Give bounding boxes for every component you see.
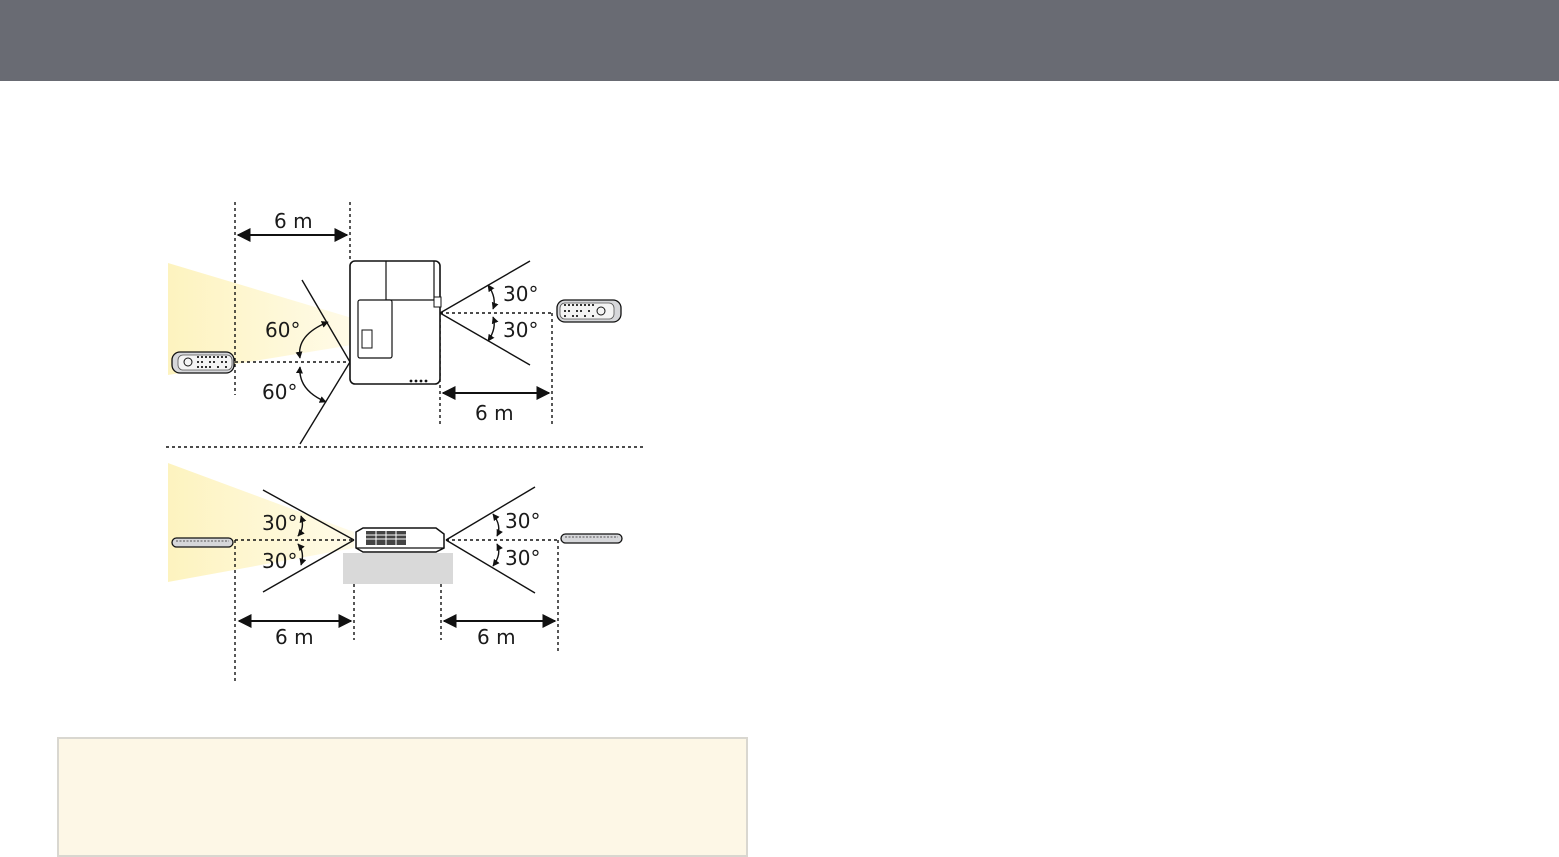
top-distance-left-label: 6 m [274,209,313,233]
top-angle-left-lower-label: 60° [262,380,297,404]
side-angle-left-upper-label: 30° [262,511,297,535]
side-view: 6 m 6 m 30° 30° 30° 30° [168,463,622,682]
top-angle-right-upper-label: 30° [503,282,538,306]
projector-side-view [356,528,444,552]
side-distance-left-label: 6 m [275,625,314,649]
beam-side-view [168,463,354,582]
remote-left-side-view [172,538,233,547]
projector-top-view [350,261,441,384]
side-distance-right-label: 6 m [477,625,516,649]
top-distance-right-label: 6 m [475,401,514,425]
remote-left-top-view [172,352,234,373]
side-angle-right-lower-label: 30° [505,546,540,570]
side-angle-left-lower-label: 30° [262,549,297,573]
remote-range-diagram: 6 m 6 m 60° 60° 30° 30° [0,0,1559,730]
note-box [57,737,748,857]
table [343,553,453,584]
top-angle-right-lower-label: 30° [503,318,538,342]
top-angle-left-upper-label: 60° [265,318,300,342]
remote-right-side-view [561,534,622,543]
side-angle-right-upper-label: 30° [505,509,540,533]
remote-right-top-view [557,300,621,322]
top-view: 6 m 6 m 60° 60° 30° 30° [168,202,621,444]
